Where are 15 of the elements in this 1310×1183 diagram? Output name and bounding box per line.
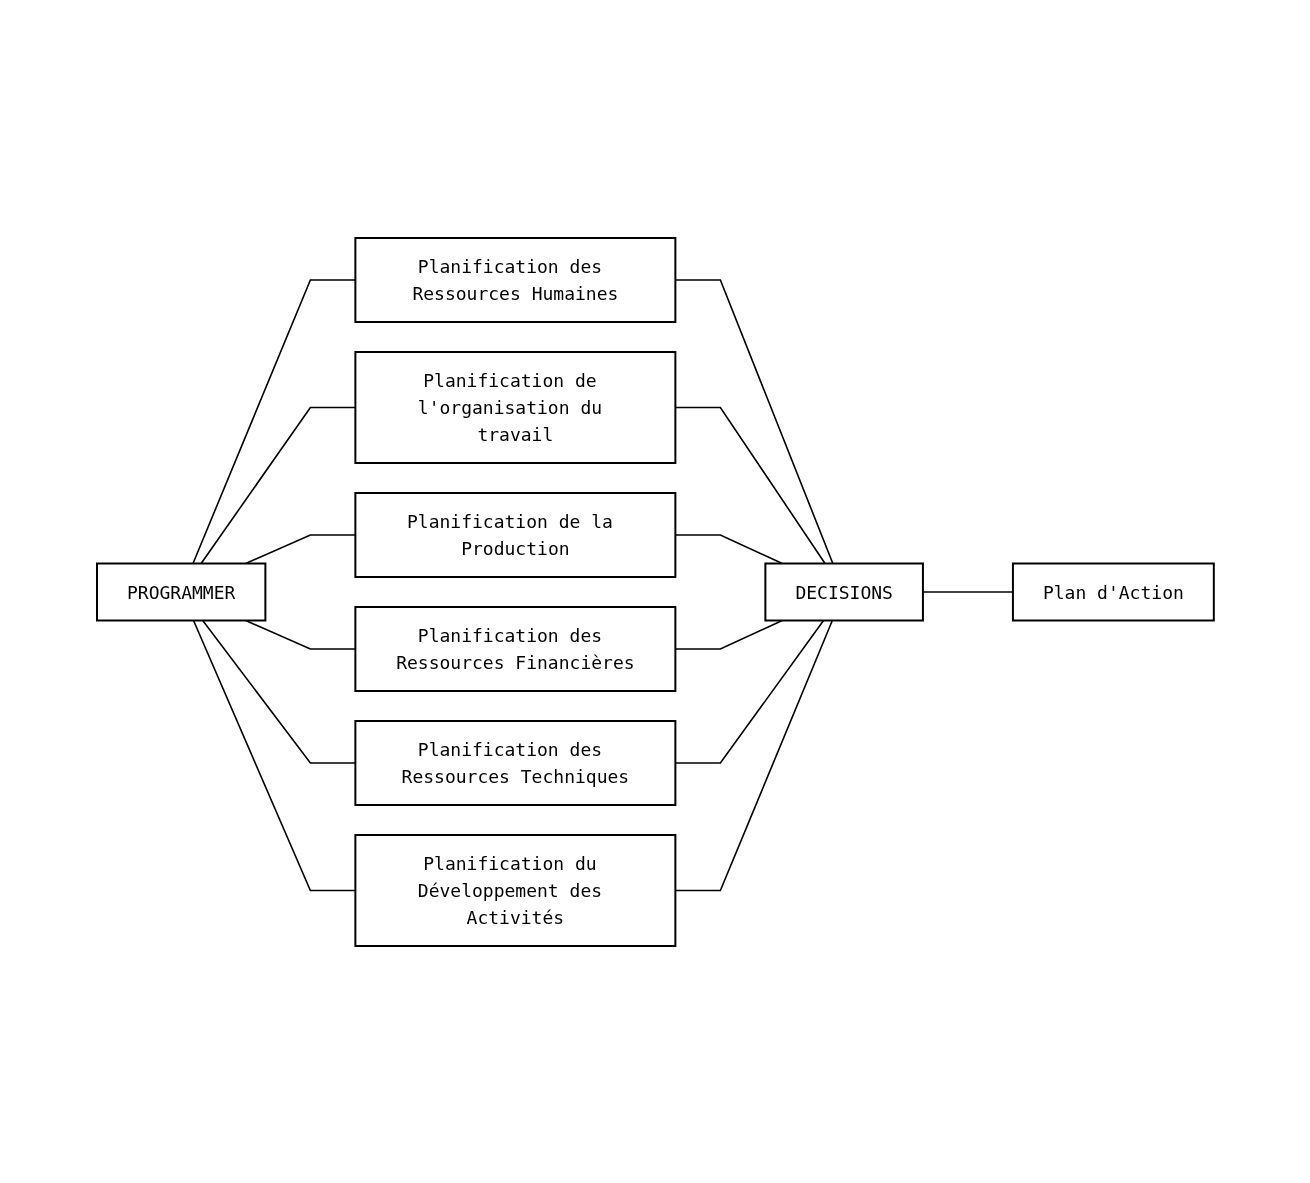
connector	[674, 619, 824, 764]
node-box: DECISIONS	[763, 562, 924, 621]
node-box: Plan d'Action	[1011, 562, 1215, 621]
node-box: Planification des Ressources Techniques	[353, 719, 676, 806]
node-box: PROGRAMMER	[95, 562, 266, 621]
connector	[674, 533, 783, 564]
node-box: Planification des Ressources Financières	[353, 605, 676, 692]
connector	[674, 619, 783, 650]
connector	[674, 406, 826, 564]
node-box: Planification des Ressources Humaines	[353, 236, 676, 323]
node-box: Planification de l'organisation du travail	[353, 350, 676, 464]
connector	[674, 278, 834, 564]
connector	[674, 619, 833, 891]
node-box: Planification du Développement des Activités	[353, 833, 676, 947]
node-box: Planification de la Production	[353, 491, 676, 578]
